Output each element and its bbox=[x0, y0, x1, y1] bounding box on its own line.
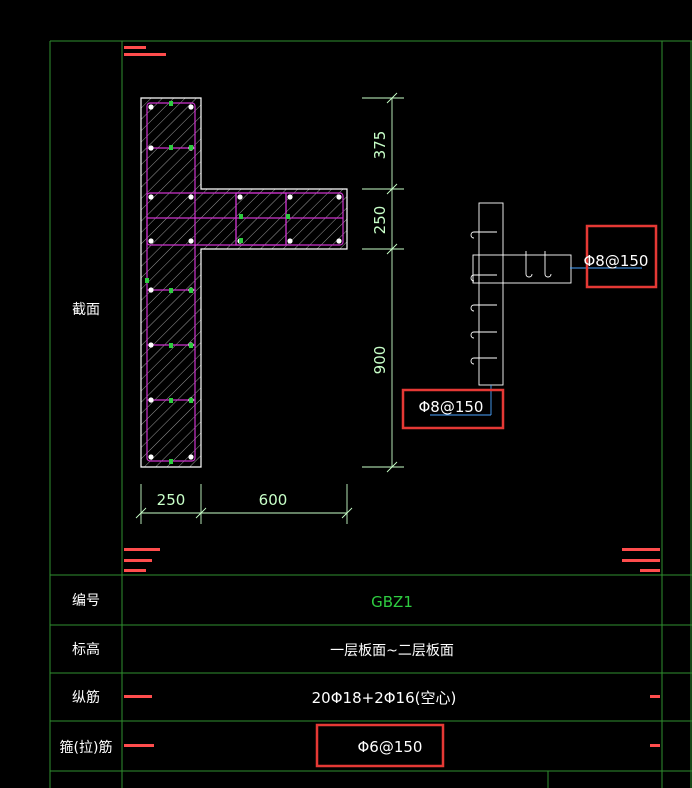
dim-375: 375 bbox=[371, 131, 389, 160]
stirrup-callout-bottom-highlight bbox=[401, 388, 505, 430]
row-value-stirrup: Φ6@150 bbox=[358, 738, 423, 756]
wall-outline bbox=[140, 97, 348, 468]
t-section bbox=[140, 97, 348, 468]
section-label: 截面 bbox=[72, 302, 100, 318]
bar-markers bbox=[145, 101, 290, 464]
dim-600: 600 bbox=[259, 491, 288, 509]
horizontal-dimension bbox=[135, 484, 353, 524]
stirrup-value-highlight bbox=[315, 723, 445, 768]
row-value-id: GBZ1 bbox=[371, 593, 413, 611]
table-frame bbox=[49, 40, 692, 788]
dim-900: 900 bbox=[371, 346, 389, 375]
row-label-longitudinal: 纵筋 bbox=[72, 689, 100, 706]
row-value-elevation: 一层板面~二层板面 bbox=[330, 643, 454, 659]
small-notes bbox=[124, 46, 660, 747]
stirrup-callout-right-highlight bbox=[585, 224, 658, 289]
stirrup-callout-bottom: Φ8@150 bbox=[419, 398, 484, 416]
row-label-id: 编号 bbox=[72, 593, 100, 609]
dim-250-horizontal: 250 bbox=[157, 491, 186, 509]
row-value-longitudinal: 20Φ18+2Φ16(空心) bbox=[312, 689, 457, 707]
row-label-stirrup: 箍(拉)筋 bbox=[60, 739, 113, 756]
vertical-dimension bbox=[362, 92, 404, 473]
stirrup-detail bbox=[430, 202, 642, 416]
stirrup-callout-right: Φ8@150 bbox=[584, 252, 649, 270]
dim-250-vertical: 250 bbox=[371, 206, 389, 235]
row-label-elevation: 标高 bbox=[72, 641, 100, 658]
